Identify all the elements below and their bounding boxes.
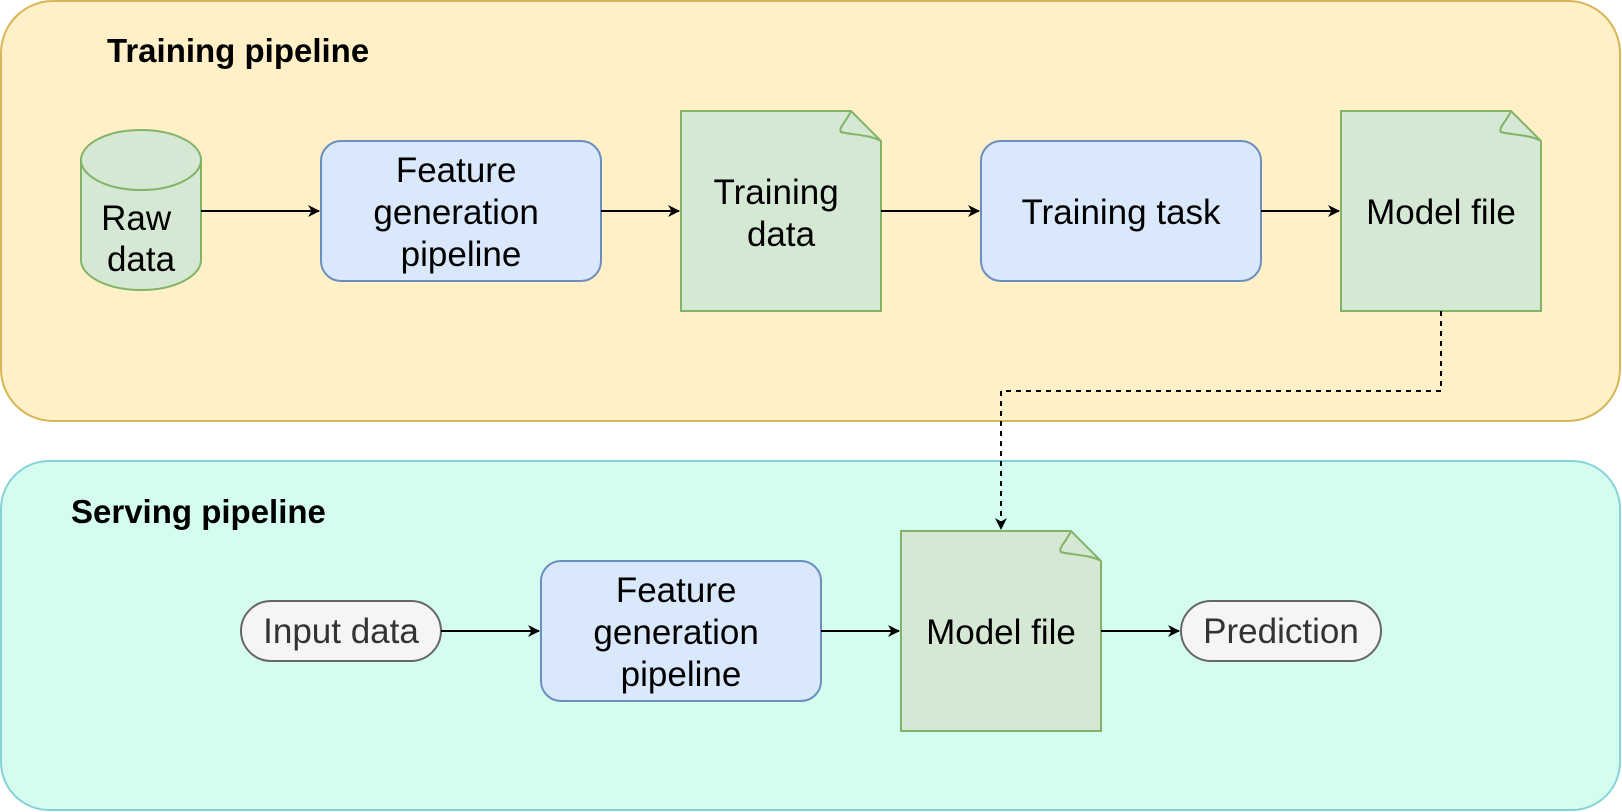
training-pipeline-title: Training pipeline [107,32,369,69]
serving-model-file-node[interactable]: Model file [900,530,1102,732]
training-feature-generation-node[interactable]: Feature generation pipeline [320,140,602,282]
raw-data-label: Raw data [101,199,181,279]
document-icon [900,530,1102,732]
serving-feature-generation-node[interactable]: Feature generation pipeline [540,560,822,702]
raw-data-node[interactable]: Raw data [80,129,202,291]
document-icon [1340,110,1542,312]
serving-model-file-label: Model file [926,613,1076,652]
training-feature-generation-label: Feature generation pipeline [373,151,548,274]
training-model-file-label: Model file [1366,193,1516,232]
serving-pipeline-title: Serving pipeline [71,493,326,530]
input-data-node[interactable]: Input data [240,600,442,662]
prediction-label: Prediction [1203,612,1359,651]
prediction-node[interactable]: Prediction [1180,600,1382,662]
training-task-node[interactable]: Training task [980,140,1262,282]
edge-model-file-to-serving-model-file[interactable] [995,311,1442,530]
document-icon [680,110,882,312]
input-data-label: Input data [263,612,419,651]
training-task-label: Training task [1021,193,1221,232]
training-data-node[interactable]: Training data [680,110,882,312]
database-icon [80,129,202,291]
serving-feature-generation-label: Feature generation pipeline [593,571,768,694]
training-model-file-node[interactable]: Model file [1340,110,1542,312]
training-data-label: Training data [714,173,849,254]
